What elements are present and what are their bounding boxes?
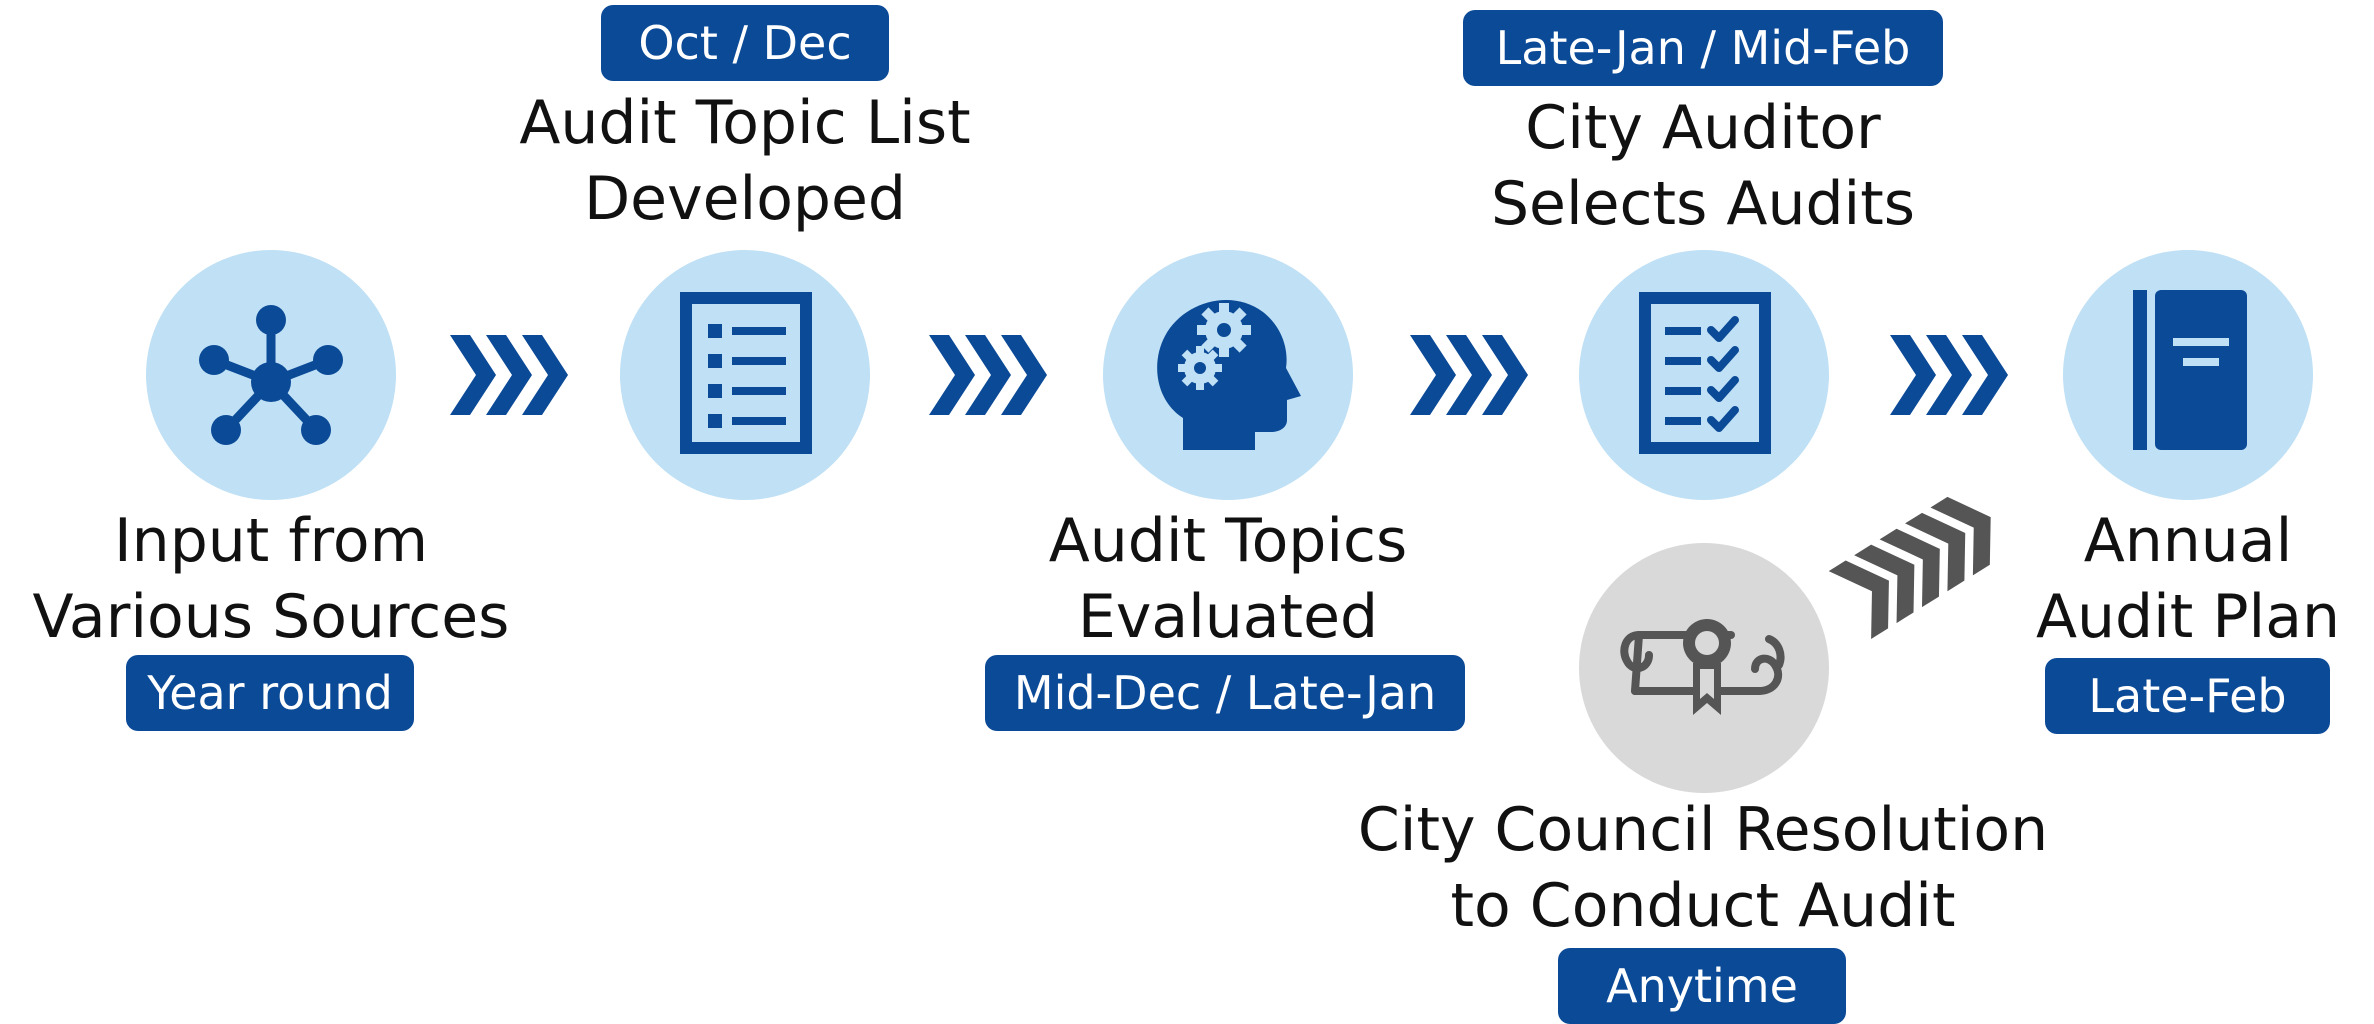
step-4-label: City Auditor Selects Audits xyxy=(1403,90,2003,242)
step-4-badge: Late-Jan / Mid-Feb xyxy=(1463,10,1943,86)
step-2-label-line-1: Audit Topic List xyxy=(519,88,971,158)
side-step-label-line-2: to Conduct Audit xyxy=(1450,871,1956,941)
network-icon xyxy=(199,305,343,445)
step-3-label-line-2: Evaluated xyxy=(1077,582,1379,652)
step-3-badge: Mid-Dec / Late-Jan xyxy=(985,655,1465,731)
chevron-arrow-1 xyxy=(450,335,568,415)
list-document-icon xyxy=(680,292,812,454)
step-2-label-line-2: Developed xyxy=(583,164,906,234)
step-5-badge: Late-Feb xyxy=(2045,658,2330,734)
step-5-label-line-1: Annual xyxy=(2083,506,2293,576)
side-step-badge: Anytime xyxy=(1558,948,1846,1024)
step-3-label: Audit Topics Evaluated xyxy=(980,503,1476,655)
side-step-circle xyxy=(1579,543,1829,793)
step-1-badge: Year round xyxy=(126,655,414,731)
step-5-circle xyxy=(2063,250,2313,500)
step-2-circle xyxy=(620,250,870,500)
step-3-label-line-1: Audit Topics xyxy=(1048,506,1408,576)
checklist-icon xyxy=(1639,292,1771,454)
book-icon xyxy=(2133,290,2247,450)
chevron-arrow-3 xyxy=(1410,335,1528,415)
side-step-label: City Council Resolution to Conduct Audit xyxy=(1303,792,2103,944)
step-1-label-line-1: Input from xyxy=(113,506,429,576)
step-4-circle xyxy=(1579,250,1829,500)
step-3-circle xyxy=(1103,250,1353,500)
step-5-label-line-2: Audit Plan xyxy=(2035,582,2341,652)
step-2-badge: Oct / Dec xyxy=(601,5,889,81)
head-gears-icon xyxy=(1157,299,1301,450)
step-5-label: Annual Audit Plan xyxy=(2028,503,2348,655)
chevron-arrow-4 xyxy=(1890,335,2008,415)
step-1-circle xyxy=(146,250,396,500)
step-1-label-line-2: Various Sources xyxy=(32,582,510,652)
chevron-arrow-2 xyxy=(929,335,1047,415)
side-step-label-line-1: City Council Resolution xyxy=(1357,795,2049,865)
step-2-label: Audit Topic List Developed xyxy=(445,85,1045,237)
step-4-label-line-2: Selects Audits xyxy=(1490,169,1916,239)
step-4-label-line-1: City Auditor xyxy=(1525,93,1881,163)
chevron-arrow-diagonal xyxy=(1828,496,1991,639)
step-1-label: Input from Various Sources xyxy=(0,503,542,655)
diploma-scroll-icon xyxy=(1620,619,1785,715)
